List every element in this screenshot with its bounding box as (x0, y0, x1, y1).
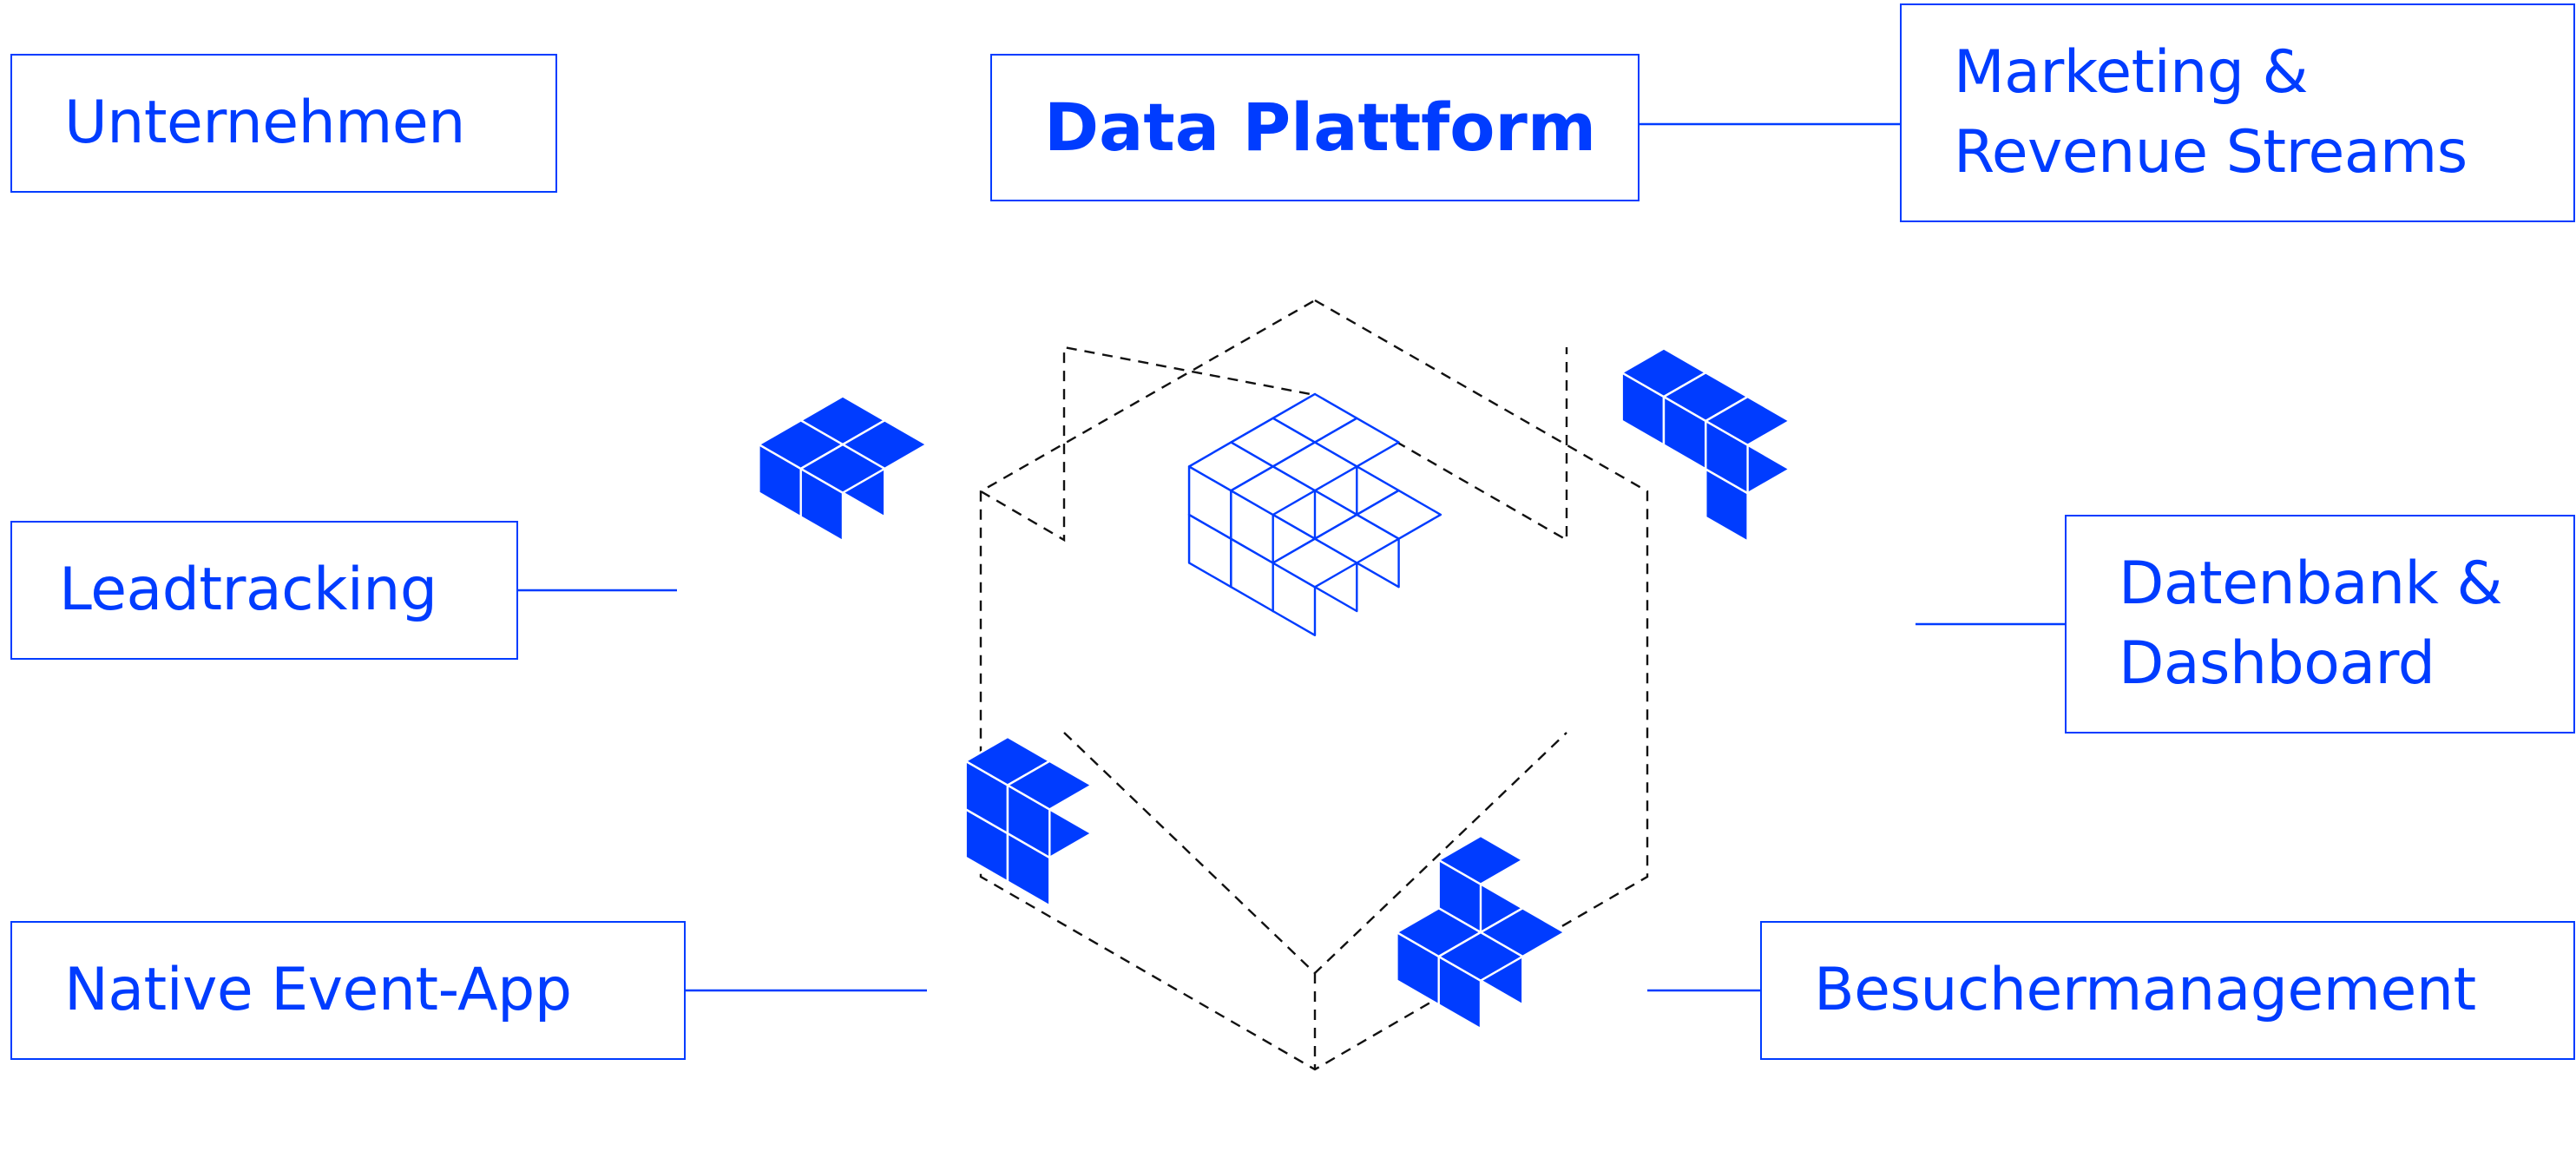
cube-face-top (799, 443, 886, 494)
datenbank-block-icon (1620, 347, 1791, 543)
datenbank-label-line2: Dashboard (2119, 629, 2435, 698)
dashed-hexagon-frame (979, 299, 1649, 1071)
cube-face-top (1272, 537, 1358, 589)
leadtracking-block-icon (758, 395, 928, 543)
besuchermanagement-box: Besuchermanagement (1760, 921, 2575, 1060)
besuchermanagement-label: Besuchermanagement (1814, 956, 2476, 1024)
iso-cube (1705, 395, 1791, 495)
marketing-revenue-box: Marketing & Revenue Streams (1900, 3, 2575, 222)
module-blocks (758, 347, 1791, 1030)
iso-cube (758, 419, 844, 518)
cube-face-top (1006, 760, 1093, 811)
iso-cube (1437, 931, 1524, 1030)
native-app-block-icon (964, 735, 1093, 907)
iso-cube (1620, 347, 1707, 446)
connector-lines (518, 122, 2065, 992)
native-event-app-label: Native Event-App (64, 956, 572, 1024)
native-event-app-box: Native Event-App (10, 921, 686, 1060)
data-plattform-box: Data Plattform (990, 54, 1640, 201)
isometric-cube-stack-outline-icon (1187, 392, 1442, 636)
iso-cube (1272, 537, 1358, 636)
cube-face-top (1705, 395, 1791, 446)
iso-cube (799, 443, 886, 543)
marketing-label-line2: Revenue Streams (1954, 118, 2468, 187)
data-plattform-label: Data Plattform (1044, 89, 1597, 166)
datenbank-dashboard-box: Datenbank & Dashboard (2065, 515, 2575, 734)
cube-face-top (1437, 834, 1524, 885)
leadtracking-box: Leadtracking (10, 521, 518, 660)
datenbank-label-line1: Datenbank & (2119, 549, 2503, 618)
dashed-inner-back-edges (980, 345, 1568, 543)
leadtracking-label: Leadtracking (59, 556, 437, 624)
besucher-block-icon (1396, 834, 1566, 1030)
iso-cube (1437, 834, 1524, 934)
iso-cube (1006, 760, 1093, 859)
unternehmen-box: Unternehmen (10, 54, 557, 193)
cube-face-top (1437, 931, 1524, 982)
cube-face-top (1230, 465, 1317, 516)
marketing-label-line1: Marketing & (1954, 38, 2309, 107)
iso-cube (1230, 465, 1317, 564)
unternehmen-label: Unternehmen (64, 89, 465, 157)
